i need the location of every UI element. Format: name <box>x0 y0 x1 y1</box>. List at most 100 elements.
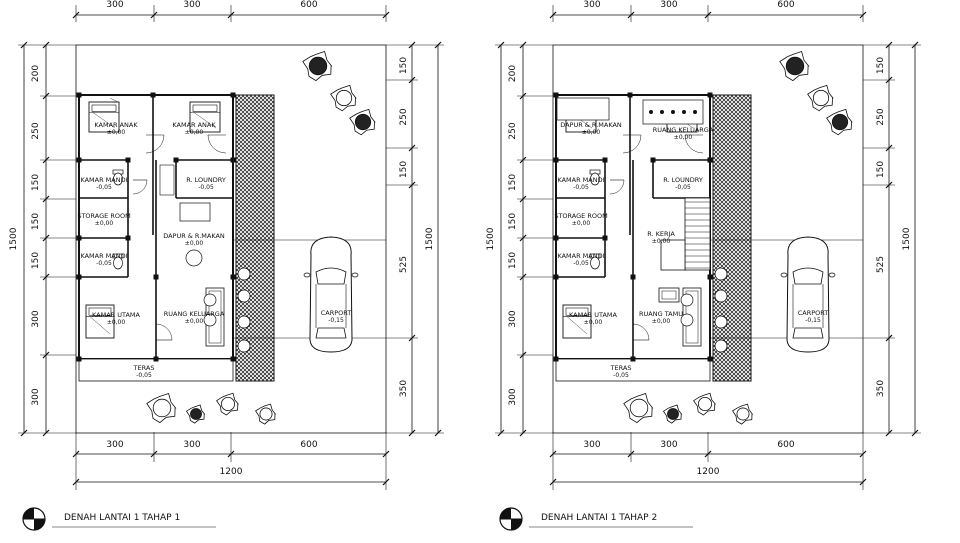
room-name-2: KAMAR ANAK <box>172 121 216 129</box>
plan-title: DENAH LANTAI 1 TAHAP 1 <box>64 513 180 523</box>
top-dim-label-2: 300 <box>183 0 200 10</box>
hatch-line <box>955 95 960 381</box>
column <box>77 93 82 98</box>
sofa-button <box>649 110 653 114</box>
bed-1x-diag <box>110 98 118 102</box>
door-kamar-anak-1-swing <box>623 135 641 153</box>
title-block: DENAH LANTAI 1 TAHAP 2 <box>500 508 693 530</box>
planter-1 <box>715 268 727 280</box>
column <box>231 275 236 280</box>
right-total-label: 1500 <box>425 227 435 250</box>
room-level-9: ±0,00 <box>652 318 671 325</box>
room-level-6: ±0,00 <box>652 238 671 245</box>
column <box>77 357 82 362</box>
hatch-line <box>931 95 960 381</box>
room-level-8: ±0,00 <box>584 319 603 326</box>
hatch-line <box>951 95 960 381</box>
planter-2 <box>715 290 727 302</box>
right-dim-label-4: 525 <box>399 256 409 273</box>
room-level-11: -0,05 <box>613 372 629 379</box>
door-main-swing <box>156 324 172 340</box>
room-level-3: -0,05 <box>573 184 589 191</box>
room-name-6: DAPUR & R.MAKAN <box>163 232 225 240</box>
hatch-line <box>911 95 960 381</box>
column <box>554 275 559 280</box>
column <box>231 357 236 362</box>
column <box>631 275 636 280</box>
hatch-line <box>947 95 960 381</box>
left-dim-label-2: 250 <box>508 122 518 139</box>
total-width-label: 1200 <box>697 467 720 477</box>
bed-1-pillow <box>92 105 116 112</box>
bottom-dim-label-3: 600 <box>777 440 794 450</box>
left-dim-label-1: 200 <box>31 65 41 82</box>
left-dim-label-3: 150 <box>508 174 518 191</box>
column <box>126 158 131 163</box>
shrub-1-canopy <box>624 394 653 423</box>
column <box>154 357 159 362</box>
bottom-dim-label-2: 300 <box>660 440 677 450</box>
column <box>154 275 159 280</box>
left-dim-label-5: 150 <box>508 252 518 269</box>
left-dim-label-7: 300 <box>31 388 41 405</box>
room-name-7: KAMAR MANDI <box>80 252 127 260</box>
teras-floor <box>79 359 233 381</box>
left-dim-label-3: 150 <box>31 174 41 191</box>
right-dim-label-1: 150 <box>876 57 886 74</box>
sofa-button <box>682 110 686 114</box>
hatch-line <box>931 95 960 381</box>
teras-floor <box>556 359 710 381</box>
hatch-line <box>927 95 960 381</box>
hatch-line <box>927 95 960 381</box>
room-name-4: R. LOUNDRY <box>663 176 703 184</box>
kitchen-counter <box>180 203 210 221</box>
room-level-7: -0,05 <box>96 260 112 267</box>
bottom-dim-label-2: 300 <box>183 440 200 450</box>
hatch-line <box>923 95 960 381</box>
north-symbol-q2 <box>511 519 522 530</box>
hatch-line <box>919 95 960 381</box>
room-name-4: R. LOUNDRY <box>186 176 226 184</box>
room-level-5: ±0,00 <box>572 220 591 227</box>
car-1-mirror-r <box>352 273 358 277</box>
hatch-line <box>911 95 960 381</box>
column <box>708 357 713 362</box>
room-name-6: R. KERJA <box>647 230 675 238</box>
right-total-label: 1500 <box>902 227 912 250</box>
room-level-10: -0,15 <box>328 317 344 324</box>
left-dim-label-7: 300 <box>508 388 518 405</box>
left-dim-label-4: 150 <box>31 213 41 230</box>
right-dim-label-4: 525 <box>876 256 886 273</box>
room-name-1: KAMAR ANAK <box>94 121 138 129</box>
right-dim-label-3: 150 <box>876 161 886 178</box>
column <box>631 357 636 362</box>
room-name-7: KAMAR MANDI <box>557 252 604 260</box>
right-dim-label-2: 250 <box>399 108 409 125</box>
column <box>174 158 179 163</box>
top-dim-label-1: 300 <box>106 0 123 10</box>
shrub-2-core <box>191 409 202 420</box>
hatch-line <box>939 95 960 381</box>
tree-3-core <box>355 114 370 129</box>
column <box>554 158 559 163</box>
north-symbol-q2 <box>34 519 45 530</box>
left-dim-label-6: 300 <box>31 310 41 327</box>
room-name-10: CARPORT <box>321 309 352 317</box>
room-level-1: ±0,00 <box>582 129 601 136</box>
room-name-11: TERAS <box>610 364 632 372</box>
car-2-mirror-l <box>781 273 787 277</box>
column <box>77 236 82 241</box>
hatch-line <box>887 95 960 381</box>
planter-2 <box>238 290 250 302</box>
car-1-mirror-l <box>304 273 310 277</box>
hatch-line <box>951 95 960 381</box>
planter-3 <box>715 316 727 328</box>
left-total-label: 1500 <box>486 227 496 250</box>
north-symbol-q1 <box>23 508 34 519</box>
top-dim-label-1: 300 <box>583 0 600 10</box>
